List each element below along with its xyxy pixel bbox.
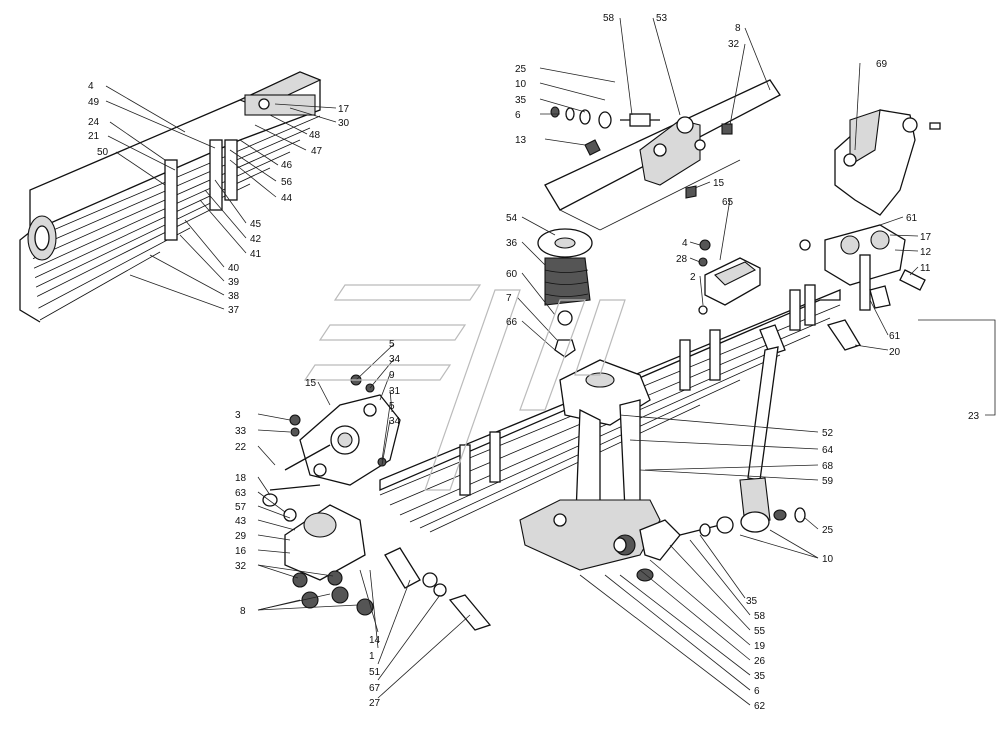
label-35c: 35 bbox=[754, 671, 766, 682]
axle-seat bbox=[519, 359, 661, 571]
label-18: 18 bbox=[235, 473, 247, 484]
label-66: 66 bbox=[506, 317, 518, 328]
label-27: 27 bbox=[369, 698, 381, 709]
label-40: 40 bbox=[228, 263, 240, 274]
label-36: 36 bbox=[506, 238, 518, 249]
label-48: 48 bbox=[309, 130, 321, 141]
label-42: 42 bbox=[250, 234, 262, 245]
label-56: 56 bbox=[281, 177, 293, 188]
label-43: 43 bbox=[235, 516, 247, 527]
label-57: 57 bbox=[235, 502, 247, 513]
label-10: 10 bbox=[515, 79, 527, 90]
label-4b: 4 bbox=[682, 238, 688, 249]
label-8b: 8 bbox=[240, 606, 246, 617]
label-37: 37 bbox=[228, 305, 240, 316]
shock-absorber bbox=[739, 324, 806, 533]
label-41: 41 bbox=[250, 249, 262, 260]
label-62: 62 bbox=[754, 701, 766, 712]
label-17b: 17 bbox=[920, 232, 932, 243]
rear-shackle bbox=[799, 224, 926, 351]
label-22: 22 bbox=[235, 442, 247, 453]
label-49: 49 bbox=[88, 97, 100, 108]
label-6: 6 bbox=[515, 110, 521, 121]
label-47: 47 bbox=[311, 146, 323, 157]
label-12: 12 bbox=[920, 247, 932, 258]
label-21: 21 bbox=[88, 131, 100, 142]
label-5b: 5 bbox=[389, 401, 395, 412]
label-13: 13 bbox=[515, 135, 527, 146]
label-60: 60 bbox=[506, 269, 518, 280]
label-7: 7 bbox=[506, 293, 512, 304]
bushings bbox=[384, 547, 492, 631]
label-20: 20 bbox=[889, 347, 901, 358]
front-leaf-spring-assembly bbox=[19, 71, 322, 323]
label-38: 38 bbox=[228, 291, 240, 302]
label-11: 11 bbox=[920, 263, 931, 274]
label-35b: 35 bbox=[746, 596, 758, 607]
label-54: 54 bbox=[506, 213, 518, 224]
label-3: 3 bbox=[235, 410, 241, 421]
label-34b: 34 bbox=[389, 416, 401, 427]
label-15: 15 bbox=[713, 178, 725, 189]
label-17: 17 bbox=[338, 104, 350, 115]
frame-bracket-assembly bbox=[544, 79, 781, 231]
label-34: 34 bbox=[389, 354, 401, 365]
label-51: 51 bbox=[369, 667, 381, 678]
label-61b: 61 bbox=[889, 331, 901, 342]
label-28: 28 bbox=[676, 254, 688, 265]
label-58b: 58 bbox=[754, 611, 766, 622]
label-23: 23 bbox=[968, 411, 980, 422]
label-69: 69 bbox=[876, 59, 888, 70]
label-50: 50 bbox=[97, 147, 109, 158]
label-29: 29 bbox=[235, 531, 247, 542]
label-59: 59 bbox=[822, 476, 834, 487]
label-31: 31 bbox=[389, 386, 401, 397]
bracket-69 bbox=[834, 109, 941, 216]
label-5: 5 bbox=[389, 339, 395, 350]
label-58: 58 bbox=[603, 13, 615, 24]
lower-shock-mount bbox=[613, 516, 734, 582]
label-14: 14 bbox=[369, 635, 381, 646]
label-30: 30 bbox=[338, 118, 350, 129]
label-52: 52 bbox=[822, 428, 834, 439]
shackle-bracket bbox=[262, 484, 374, 616]
callout-labels: 4 49 24 21 50 17 30 48 47 46 56 44 45 42… bbox=[88, 13, 980, 712]
label-6b: 6 bbox=[754, 686, 760, 697]
label-44: 44 bbox=[281, 193, 293, 204]
label-45: 45 bbox=[250, 219, 262, 230]
label-68: 68 bbox=[822, 461, 834, 472]
label-63: 63 bbox=[235, 488, 247, 499]
label-25: 25 bbox=[515, 64, 527, 75]
label-67: 67 bbox=[369, 683, 381, 694]
label-24: 24 bbox=[88, 117, 100, 128]
label-25b: 25 bbox=[822, 525, 834, 536]
label-65: 65 bbox=[722, 197, 734, 208]
label-4: 4 bbox=[88, 81, 94, 92]
label-53: 53 bbox=[656, 13, 668, 24]
label-32: 32 bbox=[728, 39, 740, 50]
watermark-logo bbox=[303, 284, 626, 491]
label-10b: 10 bbox=[822, 554, 834, 565]
label-19: 19 bbox=[754, 641, 766, 652]
label-9: 9 bbox=[389, 370, 395, 381]
label-26: 26 bbox=[754, 656, 766, 667]
label-16: 16 bbox=[235, 546, 247, 557]
label-64: 64 bbox=[822, 445, 834, 456]
label-1: 1 bbox=[369, 651, 375, 662]
label-8: 8 bbox=[735, 23, 741, 34]
label-33: 33 bbox=[235, 426, 247, 437]
front-hanger bbox=[284, 374, 401, 486]
label-2: 2 bbox=[690, 272, 696, 283]
label-39: 39 bbox=[228, 277, 240, 288]
label-61: 61 bbox=[906, 213, 918, 224]
label-32b: 32 bbox=[235, 561, 247, 572]
rubber-pad bbox=[698, 239, 761, 315]
bump-stop bbox=[537, 228, 593, 358]
label-15b: 15 bbox=[305, 378, 317, 389]
label-55: 55 bbox=[754, 626, 766, 637]
leader-lines bbox=[105, 17, 996, 706]
label-46: 46 bbox=[281, 160, 293, 171]
label-35: 35 bbox=[515, 95, 527, 106]
